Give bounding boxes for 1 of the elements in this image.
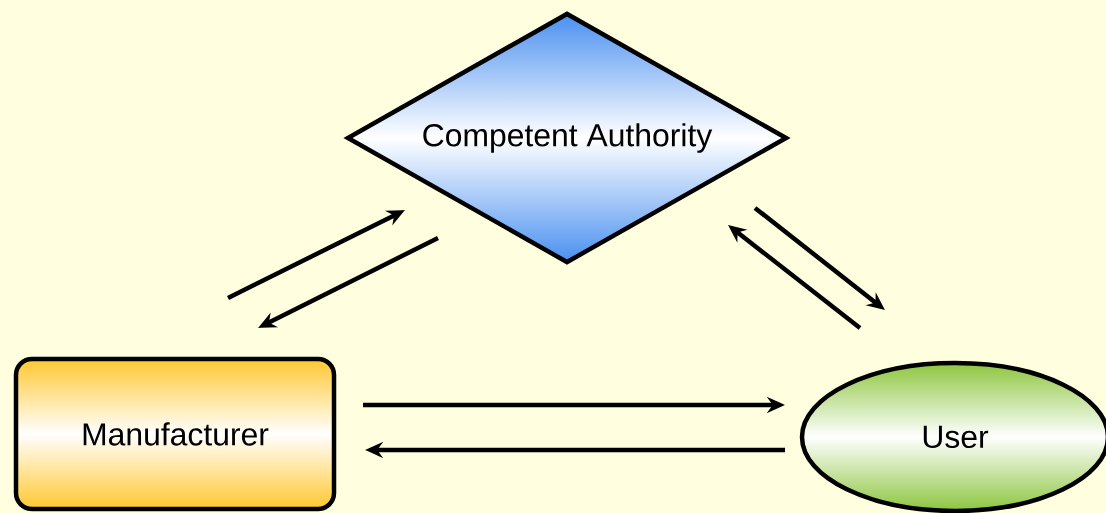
process-box: Manufacturer [13, 356, 337, 512]
